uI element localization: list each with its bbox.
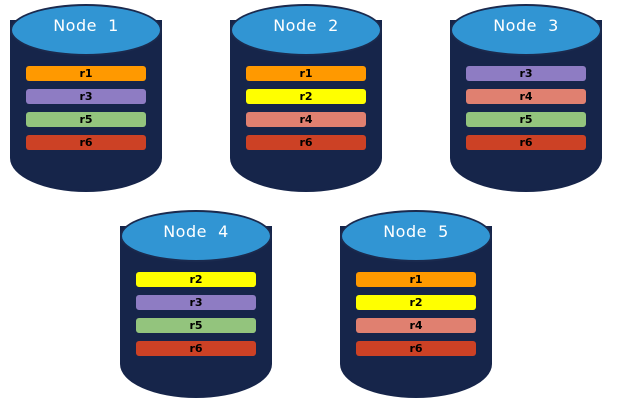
- cylinder-top-ellipse: [120, 210, 272, 262]
- database-node-4[interactable]: Node 4 r2 r3 r5 r6: [120, 208, 272, 398]
- node-label: Node 3: [493, 16, 559, 35]
- replica-bar[interactable]: r5: [136, 318, 256, 333]
- node-label: Node 5: [383, 222, 449, 241]
- replica-list: r1 r3 r5 r6: [26, 66, 146, 150]
- database-node-2[interactable]: Node 2 r1 r2 r4 r6: [230, 2, 382, 192]
- replica-bar[interactable]: r2: [356, 295, 476, 310]
- node-label: Node 2: [273, 16, 339, 35]
- replica-bar[interactable]: r3: [136, 295, 256, 310]
- replica-list: r1 r2 r4 r6: [356, 272, 476, 356]
- replica-list: r1 r2 r4 r6: [246, 66, 366, 150]
- replica-bar[interactable]: r5: [26, 112, 146, 127]
- replica-bar[interactable]: r2: [136, 272, 256, 287]
- cylinder-top-ellipse: [450, 4, 602, 56]
- database-node-5[interactable]: Node 5 r1 r2 r4 r6: [340, 208, 492, 398]
- database-node-3[interactable]: Node 3 r3 r4 r5 r6: [450, 2, 602, 192]
- replica-bar[interactable]: r1: [26, 66, 146, 81]
- replica-list: r3 r4 r5 r6: [466, 66, 586, 150]
- replica-bar[interactable]: r4: [246, 112, 366, 127]
- replica-bar[interactable]: r4: [356, 318, 476, 333]
- replica-list: r2 r3 r5 r6: [136, 272, 256, 356]
- replica-bar[interactable]: r1: [246, 66, 366, 81]
- cylinder-top-ellipse: [230, 4, 382, 56]
- replica-bar[interactable]: r1: [356, 272, 476, 287]
- node-label: Node 4: [163, 222, 229, 241]
- database-node-1[interactable]: Node 1 r1 r3 r5 r6: [10, 2, 162, 192]
- replica-bar[interactable]: r5: [466, 112, 586, 127]
- cylinder-top-ellipse: [340, 210, 492, 262]
- replica-bar[interactable]: r6: [356, 341, 476, 356]
- replica-bar[interactable]: r6: [466, 135, 586, 150]
- cylinder-top-ellipse: [10, 4, 162, 56]
- node-label: Node 1: [53, 16, 119, 35]
- replica-bar[interactable]: r4: [466, 89, 586, 104]
- replica-bar[interactable]: r2: [246, 89, 366, 104]
- replica-bar[interactable]: r6: [26, 135, 146, 150]
- replica-bar[interactable]: r6: [136, 341, 256, 356]
- replica-bar[interactable]: r3: [466, 66, 586, 81]
- replica-bar[interactable]: r6: [246, 135, 366, 150]
- replica-bar[interactable]: r3: [26, 89, 146, 104]
